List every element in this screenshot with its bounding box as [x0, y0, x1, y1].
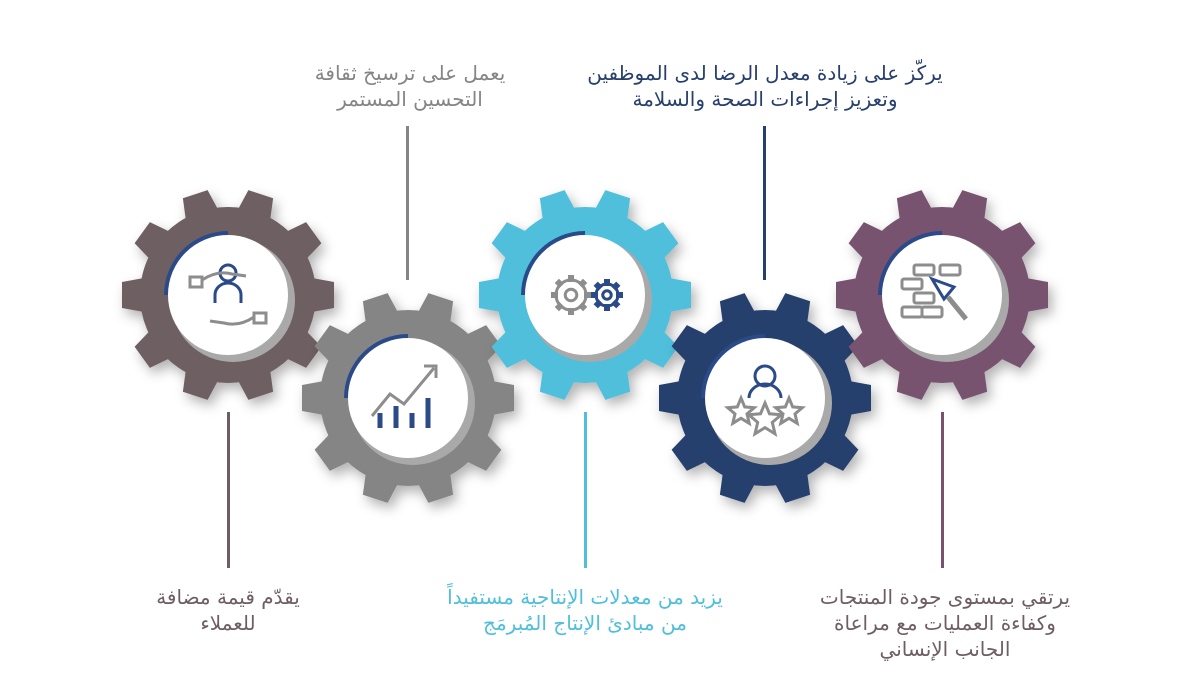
gears-icon — [551, 275, 623, 315]
person-stars-icon — [723, 364, 807, 437]
text-line: من مبادئ الإنتاج المُبرمَج — [483, 611, 687, 635]
text-line: الجانب الإنساني — [879, 637, 1011, 661]
gear-center-productivity — [521, 231, 652, 362]
step-text-customers: يقدّم قيمة مضافة للعملاء — [128, 584, 328, 636]
text-line: وكفاءة العمليات مع مراعاة — [834, 611, 1056, 635]
text-line: للعملاء — [200, 611, 256, 635]
text-line: التحسين المستمر — [337, 87, 483, 111]
connector-productivity — [584, 412, 587, 568]
connector-quality — [941, 412, 944, 568]
growth-chart-icon — [370, 364, 438, 428]
step-text-satisfaction: يركّز على زيادة معدل الرضا لدى الموظفين … — [560, 60, 970, 112]
gear-center-customers — [164, 231, 295, 362]
gear-center-quality — [878, 231, 1009, 362]
step-text-quality: يرتقي بمستوى جودة المنتجات وكفاءة العملي… — [800, 584, 1090, 662]
gear-center-satisfaction — [701, 334, 832, 465]
text-line: يركّز على زيادة معدل الرضا لدى الموظفين — [587, 61, 943, 85]
connector-customers — [227, 412, 230, 568]
step-text-improvement: يعمل على ترسيخ ثقافة التحسين المستمر — [290, 60, 530, 112]
step-text-productivity: يزيد من معدلات الإنتاجية مستفيداً من مبا… — [410, 584, 760, 636]
text-line: يقدّم قيمة مضافة — [156, 585, 300, 609]
text-line: وتعزيز إجراءات الصحة والسلامة — [632, 87, 898, 111]
connector-improvement — [406, 126, 409, 280]
text-line: يعمل على ترسيخ ثقافة — [314, 61, 506, 85]
hands-person-icon — [188, 263, 268, 326]
text-line: يرتقي بمستوى جودة المنتجات — [819, 585, 1071, 609]
gear-center-improvement — [344, 334, 475, 465]
bricks-trowel-icon — [900, 263, 968, 321]
connector-satisfaction — [763, 126, 766, 280]
text-line: يزيد من معدلات الإنتاجية مستفيداً — [447, 585, 723, 609]
